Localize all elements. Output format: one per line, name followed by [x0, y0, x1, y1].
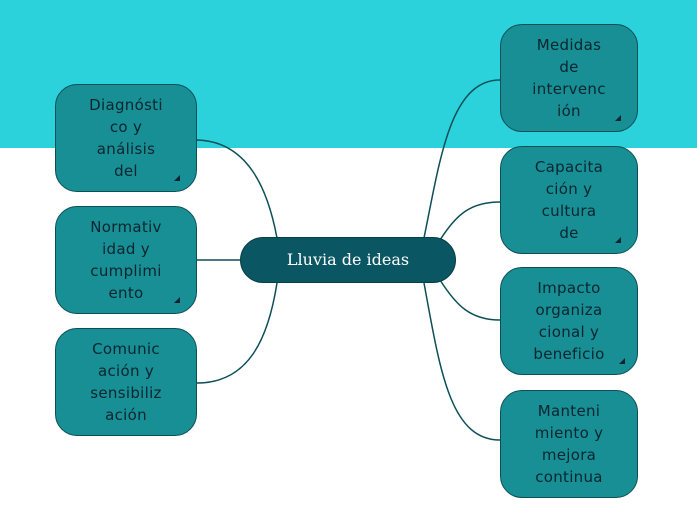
expand-corner-icon[interactable]: [619, 358, 625, 364]
node-label: Comunic ación y sensibiliz ación: [90, 340, 162, 424]
node-medidas[interactable]: Medidas de intervenc ión: [500, 24, 638, 132]
node-label: Diagnósti co y análisis del: [89, 96, 163, 180]
link-right-2: [439, 201, 501, 241]
node-impacto[interactable]: Impacto organiza cional y beneficio: [500, 267, 638, 375]
central-topic-label: Lluvia de ideas: [286, 250, 410, 269]
node-label: Medidas de intervenc ión: [532, 36, 606, 120]
link-right-3: [439, 279, 501, 321]
expand-corner-icon[interactable]: [615, 237, 621, 243]
expand-corner-icon[interactable]: [174, 175, 180, 181]
node-normatividad[interactable]: Normativ idad y cumplimi ento: [55, 206, 197, 314]
node-mantenimiento[interactable]: Manteni miento y mejora continua: [500, 390, 638, 498]
link-right-4: [423, 282, 501, 441]
central-topic[interactable]: Lluvia de ideas: [240, 237, 456, 283]
link-right-1: [423, 79, 501, 239]
node-diagnostico[interactable]: Diagnósti co y análisis del: [55, 84, 197, 192]
link-left-1: [194, 139, 278, 239]
node-label: Normativ idad y cumplimi ento: [90, 218, 162, 302]
node-label: Capacita ción y cultura de: [534, 158, 604, 242]
link-left-3: [196, 282, 278, 384]
node-comunicacion[interactable]: Comunic ación y sensibiliz ación: [55, 328, 197, 436]
expand-corner-icon[interactable]: [615, 115, 621, 121]
node-label: Impacto organiza cional y beneficio: [533, 279, 605, 363]
node-capacitacion[interactable]: Capacita ción y cultura de: [500, 146, 638, 254]
node-label: Manteni miento y mejora continua: [534, 402, 604, 486]
expand-corner-icon[interactable]: [174, 297, 180, 303]
